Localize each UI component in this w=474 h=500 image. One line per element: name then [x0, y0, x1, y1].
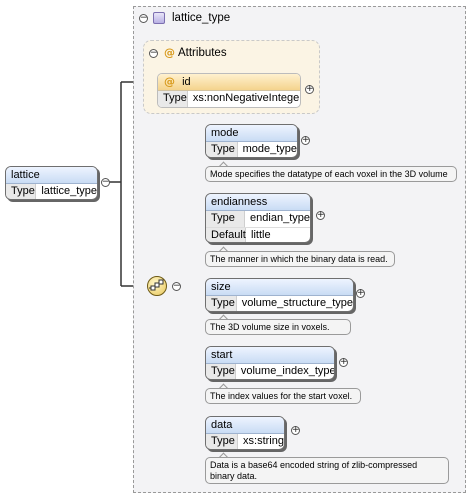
collapse-type-button[interactable]: − — [139, 13, 148, 23]
default-row: Default little — [206, 227, 310, 242]
type-value: volume_structure_type — [241, 297, 353, 309]
attribute-icon: @ — [164, 75, 175, 88]
complex-type-name: lattice_type — [172, 12, 231, 24]
type-row: Type endian_type — [206, 211, 310, 227]
type-value: xs:string — [243, 435, 284, 447]
sequence-glyph — [149, 279, 164, 291]
type-row: Type xs:nonNegativeInteger — [158, 91, 300, 107]
type-key: Type — [206, 142, 238, 157]
type-row: Type xs:string — [206, 434, 284, 449]
type-row: Type volume_structure_type — [206, 296, 353, 311]
attribute-id[interactable]: @ id Type xs:nonNegativeInteger — [157, 73, 301, 108]
type-key: Type — [206, 434, 239, 449]
expand-attribute-button[interactable]: + — [305, 84, 314, 94]
collapse-root-button[interactable]: − — [101, 177, 110, 187]
expand-start-button[interactable]: + — [339, 357, 348, 367]
type-row: Type lattice_type — [6, 184, 97, 199]
expand-mode-button[interactable]: + — [301, 135, 310, 145]
default-key: Default — [206, 228, 246, 242]
element-name: mode — [206, 125, 297, 142]
element-name: lattice — [6, 167, 97, 184]
attributes-title: Attributes — [178, 47, 227, 59]
element-endianness[interactable]: endianness Type endian_type Default litt… — [205, 193, 311, 243]
collapse-sequence-button[interactable]: − — [172, 281, 181, 291]
doc-annotation-mode: Mode specifies the datatype of each voxe… — [205, 166, 457, 182]
attribute-name: id — [182, 76, 191, 88]
element-start[interactable]: start Type volume_index_type — [205, 346, 335, 380]
element-mode[interactable]: mode Type mode_type — [205, 124, 298, 158]
sequence-icon[interactable] — [147, 276, 167, 296]
root-element-lattice[interactable]: lattice Type lattice_type — [5, 166, 98, 200]
collapse-attributes-button[interactable]: − — [149, 48, 158, 58]
type-value: endian_type — [250, 212, 310, 224]
type-row: Type mode_type — [206, 142, 297, 157]
attribute-header: @ id — [158, 74, 300, 91]
doc-annotation-start: The index values for the start voxel. — [205, 388, 361, 404]
type-value: mode_type — [242, 143, 297, 155]
doc-annotation-size: The 3D volume size in voxels. — [205, 319, 351, 335]
element-data[interactable]: data Type xs:string — [205, 416, 285, 450]
element-name: endianness — [206, 194, 310, 211]
doc-annotation-data: Data is a base64 encoded string of zlib-… — [205, 457, 449, 484]
type-key: Type — [206, 364, 236, 379]
type-row: Type volume_index_type — [206, 364, 335, 379]
attribute-icon: @ — [164, 46, 175, 59]
type-key: Type — [206, 296, 237, 311]
type-value: volume_index_type — [240, 365, 335, 377]
default-value: little — [251, 229, 271, 241]
type-key: Type — [206, 211, 246, 227]
element-name: start — [206, 347, 334, 364]
type-key: Type — [6, 184, 37, 199]
expand-endianness-button[interactable]: + — [316, 210, 325, 220]
type-value: lattice_type — [41, 185, 97, 197]
type-value: xs:nonNegativeInteger — [192, 92, 301, 104]
element-name: size — [206, 279, 353, 296]
element-name: data — [206, 417, 284, 434]
type-key: Type — [158, 91, 188, 107]
doc-annotation-endianness: The manner in which the binary data is r… — [205, 251, 395, 267]
expand-size-button[interactable]: + — [356, 288, 365, 298]
element-size[interactable]: size Type volume_structure_type — [205, 278, 354, 312]
expand-data-button[interactable]: + — [291, 425, 300, 435]
complex-type-icon — [153, 12, 165, 24]
